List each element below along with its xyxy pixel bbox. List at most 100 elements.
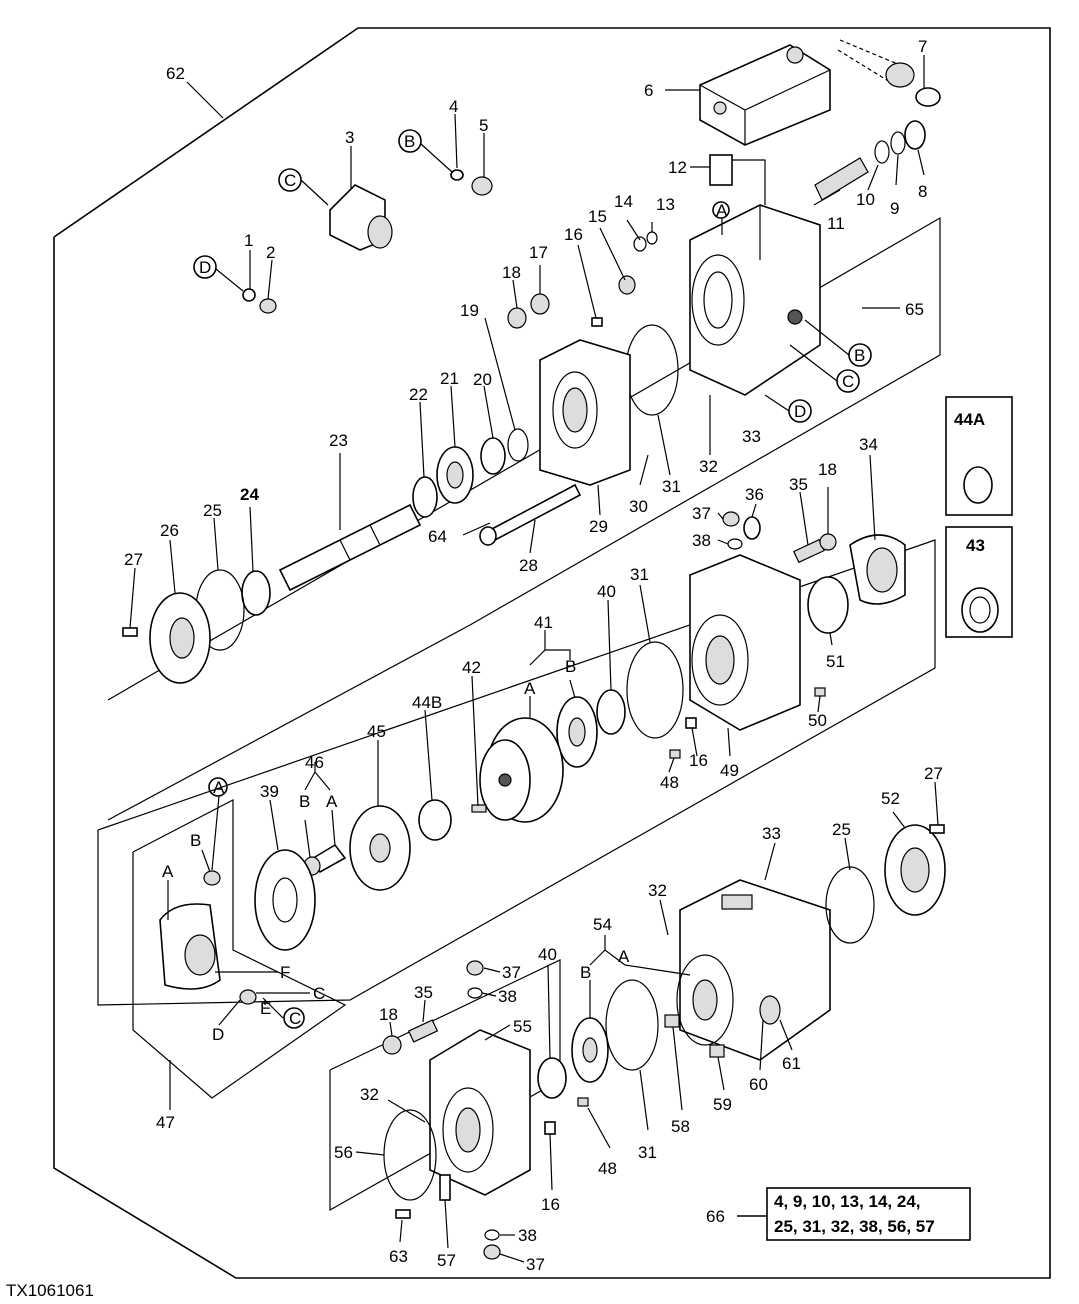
label-40-b: 40 xyxy=(538,945,557,964)
o-ring-part-31-c xyxy=(605,979,659,1071)
label-17: 17 xyxy=(529,243,548,262)
label-16-c: 16 xyxy=(541,1195,560,1214)
label-38: 38 xyxy=(692,531,711,550)
plug-part-59 xyxy=(709,1044,725,1058)
o-ring-part-25-b xyxy=(825,866,875,944)
fitting-part-36 xyxy=(743,516,761,540)
label-5: 5 xyxy=(479,116,488,135)
label-48: 48 xyxy=(660,773,679,792)
label-c2: C xyxy=(842,372,854,391)
label-b2: B xyxy=(854,346,865,365)
label-54-a: A xyxy=(618,947,630,966)
callout-circle-a1 xyxy=(712,201,730,219)
label-59: 59 xyxy=(713,1095,732,1114)
plug-part-37-c xyxy=(483,1244,501,1260)
plug-part-15 xyxy=(618,275,636,295)
nut-part-18-b xyxy=(819,533,837,551)
label-15: 15 xyxy=(588,207,607,226)
label-52: 52 xyxy=(881,789,900,808)
part-43-box xyxy=(945,526,1013,638)
bearing-part-40 xyxy=(596,689,626,735)
ring-part-9 xyxy=(890,131,906,155)
label-e: E xyxy=(260,999,271,1018)
pin-part-16-c xyxy=(544,1121,556,1135)
piston-part-46 xyxy=(303,843,347,876)
seal-part-22 xyxy=(412,476,438,518)
label-19: 19 xyxy=(460,301,479,320)
leader-lines xyxy=(129,55,939,1263)
label-10: 10 xyxy=(856,190,875,209)
label-18-c: 18 xyxy=(379,1005,398,1024)
nut-part-18-c xyxy=(382,1035,402,1055)
label-60: 60 xyxy=(749,1075,768,1094)
pin-part-16-b xyxy=(685,717,697,729)
solenoid-part-3 xyxy=(329,184,393,251)
label-48-b: 48 xyxy=(598,1159,617,1178)
label-16-b: 16 xyxy=(689,751,708,770)
label-47-b: B xyxy=(190,831,201,850)
label-57: 57 xyxy=(437,1251,456,1270)
label-44A: 44A xyxy=(954,410,985,429)
label-2: 2 xyxy=(266,243,275,262)
label-3: 3 xyxy=(345,128,354,147)
label-62: 62 xyxy=(166,64,185,83)
bushing-part-44A xyxy=(963,466,993,504)
label-43: 43 xyxy=(966,536,985,555)
label-8: 8 xyxy=(918,182,927,201)
plug-part-5 xyxy=(471,176,493,196)
label-54: 54 xyxy=(593,915,612,934)
ring-part-8 xyxy=(904,120,926,150)
ring-part-13 xyxy=(646,231,658,245)
label-51: 51 xyxy=(826,652,845,671)
label-44B: 44B xyxy=(412,693,442,712)
plug-part-37-b xyxy=(466,960,484,976)
label-32-c: 32 xyxy=(360,1085,379,1104)
bearing-part-51 xyxy=(807,576,849,634)
label-31-c: 31 xyxy=(638,1143,657,1162)
plug-part-58 xyxy=(664,1014,680,1028)
bearing-part-40-b xyxy=(537,1057,567,1099)
label-55: 55 xyxy=(513,1017,532,1036)
cover-part-29 xyxy=(539,339,631,486)
head-part-55 xyxy=(429,1029,531,1196)
label-4: 4 xyxy=(449,97,458,116)
label-38-b: 38 xyxy=(498,987,517,1006)
callout-circle-b1 xyxy=(398,129,422,153)
label-1: 1 xyxy=(244,231,253,250)
label-c3: C xyxy=(313,984,325,1003)
label-58: 58 xyxy=(671,1117,690,1136)
label-29: 29 xyxy=(589,517,608,536)
label-50: 50 xyxy=(808,711,827,730)
o-ring-part-31 xyxy=(625,324,679,416)
label-30: 30 xyxy=(629,497,648,516)
seal-part-24 xyxy=(241,570,271,616)
label-c4: C xyxy=(289,1009,301,1028)
label-14: 14 xyxy=(614,192,633,211)
label-a4: A xyxy=(213,778,225,797)
spring-part-11 xyxy=(814,157,869,201)
label-54-b: B xyxy=(580,963,591,982)
label-65: 65 xyxy=(905,300,924,319)
label-26: 26 xyxy=(160,521,179,540)
bolt-part-27 xyxy=(122,627,138,637)
part-17 xyxy=(530,293,550,315)
label-12: 12 xyxy=(668,158,687,177)
ring-part-38-b xyxy=(467,987,483,999)
spring-part-42 xyxy=(471,804,487,813)
part-1 xyxy=(242,288,256,302)
label-36: 36 xyxy=(745,485,764,504)
label-37-b: 37 xyxy=(502,963,521,982)
label-22: 22 xyxy=(409,385,428,404)
callout-circle-c4 xyxy=(283,1007,305,1029)
figure-id: TX1061061 xyxy=(6,1281,94,1300)
subassembly-47-outline xyxy=(132,799,347,1099)
label-d1: D xyxy=(199,258,211,277)
label-d2: D xyxy=(794,402,806,421)
plug-part-48-b xyxy=(577,1097,589,1107)
label-20: 20 xyxy=(473,370,492,389)
bearing-part-43 xyxy=(961,587,999,633)
label-f: F xyxy=(280,963,290,982)
label-41-b: B xyxy=(565,657,576,676)
label-47-a: A xyxy=(162,862,174,881)
label-64: 64 xyxy=(428,527,447,546)
